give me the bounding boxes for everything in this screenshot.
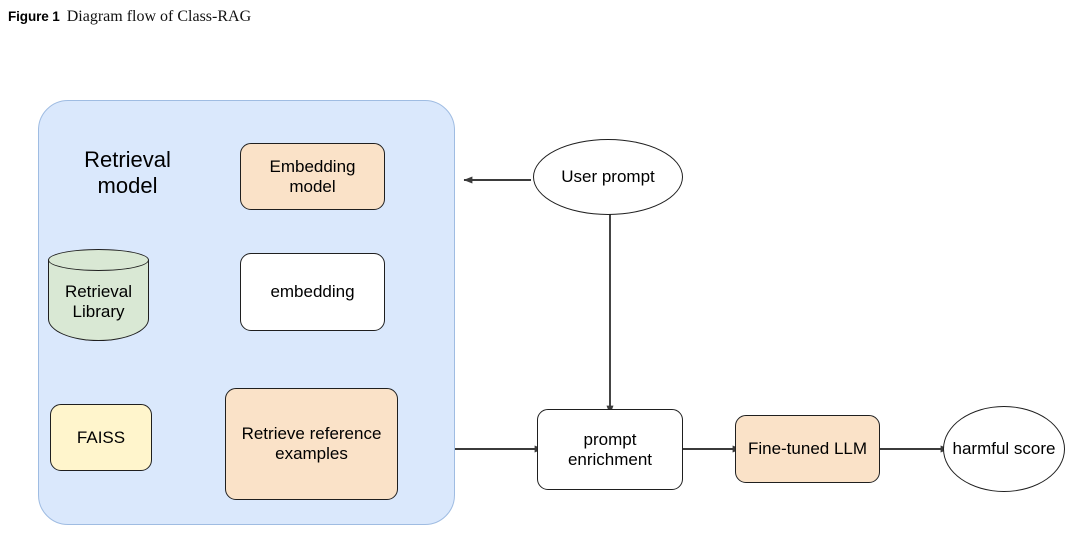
- node-prompt-enrichment[interactable]: prompt enrichment: [537, 409, 683, 490]
- faiss-label: FAISS: [76, 427, 126, 447]
- node-user-prompt[interactable]: User prompt: [533, 139, 683, 215]
- node-embedding-model[interactable]: Embedding model: [240, 143, 385, 210]
- retrieve-reference-examples-label-line1: Retrieve reference: [241, 424, 382, 444]
- harmful-score-label: harmful score: [952, 439, 1056, 459]
- figure-caption-text: Diagram flow of Class-RAG: [66, 8, 252, 25]
- figure-number: Figure 1: [8, 9, 60, 24]
- node-retrieval-library[interactable]: Retrieval Library: [48, 249, 149, 341]
- cylinder-top: [48, 249, 149, 271]
- prompt-enrichment-label-line2: enrichment: [567, 449, 653, 469]
- retrieval-library-label-line2: Library: [72, 302, 125, 321]
- user-prompt-label: User prompt: [561, 167, 655, 187]
- retrieval-library-label-line1: Retrieval: [64, 282, 133, 302]
- retrieval-model-title-line2: model: [97, 173, 158, 199]
- figure-caption: Figure 1 Diagram flow of Class-RAG: [8, 9, 251, 25]
- node-harmful-score[interactable]: harmful score: [943, 406, 1065, 492]
- node-retrieve-reference-examples[interactable]: Retrieve reference examples: [225, 388, 398, 500]
- cylinder-body: [48, 260, 149, 341]
- retrieve-reference-examples-label-line2: examples: [275, 444, 348, 463]
- retrieval-model-title-line1: Retrieval: [84, 147, 171, 172]
- node-fine-tuned-llm[interactable]: Fine-tuned LLM: [735, 415, 880, 483]
- node-faiss[interactable]: FAISS: [50, 404, 152, 471]
- embedding-label: embedding: [270, 282, 355, 302]
- prompt-enrichment-label-line1: prompt: [583, 429, 637, 449]
- fine-tuned-llm-label: Fine-tuned LLM: [747, 439, 868, 459]
- node-embedding[interactable]: embedding: [240, 253, 385, 331]
- retrieval-library-label: Retrieval Library: [48, 249, 149, 341]
- retrieval-model-title: Retrieval model: [45, 147, 210, 200]
- embedding-model-label-line2: model: [289, 176, 336, 196]
- embedding-model-label-line1: Embedding: [269, 156, 356, 176]
